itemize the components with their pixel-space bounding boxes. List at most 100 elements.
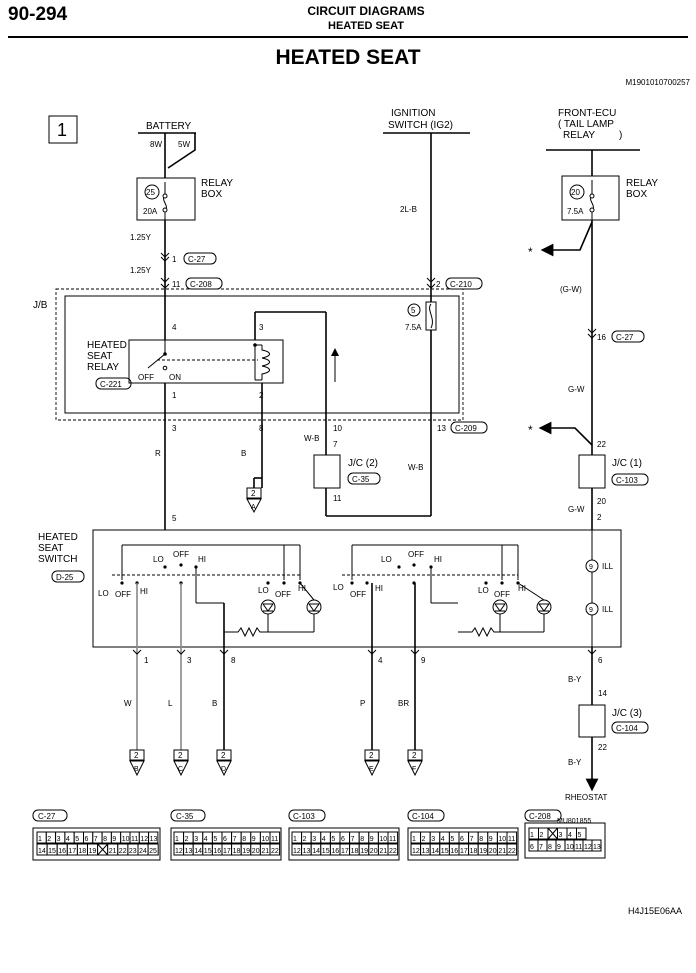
sw-left-lamp-lo: LO xyxy=(258,586,269,595)
pin-6-out: 6 xyxy=(598,656,603,665)
pin-16-c27-right: 16 xyxy=(597,333,606,342)
sw-left-lamp-off: OFF xyxy=(275,590,291,599)
subsection-title: HEATED SEAT xyxy=(328,20,404,32)
face-c27-pin-label: 18 xyxy=(78,848,86,855)
face-c103-pin-label: 2 xyxy=(303,836,307,843)
face-c104-pin-label: 20 xyxy=(489,848,497,855)
relay-coil-dot-top xyxy=(253,343,257,347)
face-c27-pin-label: 21 xyxy=(109,848,117,855)
sw-left-top-hi: HI xyxy=(198,555,206,564)
face-c27-cell xyxy=(148,831,159,844)
conn-tag-c35 xyxy=(347,472,381,485)
ref-a-triangle xyxy=(246,498,262,514)
front-ecu-label-2: ( TAIL LAMP xyxy=(558,119,614,130)
section-title: CIRCUIT DIAGRAMS xyxy=(307,4,425,18)
pin-1-c27-left: 1 xyxy=(172,255,177,264)
face-c27-pin-label: 10 xyxy=(122,836,130,843)
sw-ill-label-2: ILL xyxy=(602,605,614,614)
face-c35-cell xyxy=(269,831,281,844)
conn-tag-c103-label: C-103 xyxy=(616,476,638,485)
face-c208-pin-label: 6 xyxy=(530,844,534,851)
face-c27-blank-pin xyxy=(97,843,109,856)
sw-ill-label-1: ILL xyxy=(602,562,614,571)
pin-8-out: 8 xyxy=(231,656,236,665)
face-c27-pin-label: 15 xyxy=(48,848,56,855)
sw-right-lamp-off: OFF xyxy=(494,590,510,599)
relay-box-left-label-2: BOX xyxy=(201,189,222,200)
sw-left-led-hi-sym xyxy=(308,603,320,612)
face-c103-pin-label: 21 xyxy=(379,848,387,855)
face-c35-pin-label: 21 xyxy=(261,848,269,855)
face-c104-pin-label: 17 xyxy=(460,848,468,855)
face-c208-pin-label: 1 xyxy=(530,832,534,839)
pin-11-c208: 11 xyxy=(172,280,181,289)
conn-tag-c221 xyxy=(95,377,132,390)
face-c103-pin-label: 18 xyxy=(351,848,359,855)
battery-wire-5w xyxy=(167,133,196,169)
face-c35-pin-label: 5 xyxy=(213,836,217,843)
wire-label-p: P xyxy=(360,699,365,708)
relay-label-2: SEAT xyxy=(87,351,112,362)
jb-fuse-number-circle xyxy=(407,303,421,317)
face-c103-pin-label: 19 xyxy=(360,848,368,855)
face-c208-pin-label: 10 xyxy=(566,844,574,851)
sw-right-top-off: OFF xyxy=(408,550,424,559)
face-c104-pin-label: 5 xyxy=(450,836,454,843)
pin-1-relay: 1 xyxy=(172,391,177,400)
ref-b-letter: B xyxy=(134,766,139,773)
conn-tag-c209-label: C-209 xyxy=(455,424,477,433)
face-c27-cell xyxy=(147,843,159,856)
face-c208-pin-label: 7 xyxy=(539,844,543,851)
relay-on-label: ON xyxy=(169,373,181,382)
conn-tag-c35-label: C-35 xyxy=(352,475,370,484)
ref-b-triangle xyxy=(129,760,145,777)
face-c35-pin-label: 14 xyxy=(194,848,202,855)
fuse-number-left: 25 xyxy=(146,188,155,197)
face-tag-c208 xyxy=(524,809,562,822)
asterisk-branch-bottom xyxy=(538,421,593,446)
ref-c-page-box xyxy=(173,749,189,761)
pin-13-jb: 13 xyxy=(437,424,446,433)
conn-tag-c209 xyxy=(450,421,488,434)
wire-label-by-a: B-Y xyxy=(568,675,582,684)
jb-outer-dashed xyxy=(55,288,464,421)
sw-ill-lamp-2-glyph: 9 xyxy=(589,607,593,614)
face-c35-pin-label: 15 xyxy=(204,848,212,855)
relay-box-left xyxy=(136,177,196,221)
conn-mark-c27-left xyxy=(160,252,170,262)
ref-e-triangle xyxy=(364,760,380,777)
relay-box-right-label-1: RELAY xyxy=(626,178,658,189)
pin-2-switch-ill: 2 xyxy=(597,513,602,522)
face-c103-pin-label: 4 xyxy=(322,836,326,843)
ref-d-page: 2 xyxy=(221,751,226,760)
face-c103-cell xyxy=(387,831,399,844)
jc1-label: J/C (1) xyxy=(612,458,642,469)
conn-tag-c210 xyxy=(445,277,483,290)
face-c103-pin-label: 11 xyxy=(389,836,396,843)
face-c104-pin-label: 6 xyxy=(460,836,464,843)
fuse-number-circle-left xyxy=(144,184,160,200)
face-c35-pin-label: 13 xyxy=(185,848,193,855)
ref-d: 2 D xyxy=(216,749,232,777)
conn-tag-c103 xyxy=(611,473,649,486)
face-tag-c104-label: C-104 xyxy=(412,812,434,821)
face-c27-pin-label: 16 xyxy=(58,848,66,855)
sw-left-lamp-c2 xyxy=(282,581,286,585)
face-c35-pin-label: 22 xyxy=(271,848,279,855)
figure-code: H4J15E06AA xyxy=(627,906,682,916)
diagram-index-box xyxy=(48,115,78,144)
face-c208-pin-label: 3 xyxy=(559,832,563,839)
face-c35-pin-label: 17 xyxy=(223,848,231,855)
asterisk-top: * xyxy=(528,245,533,259)
face-c27-pin-label: 9 xyxy=(112,836,116,843)
sw-right-led-lo-sym xyxy=(494,603,506,612)
face-c27-pin-label: 22 xyxy=(119,848,127,855)
face-c104-pin-label: 4 xyxy=(441,836,445,843)
pin-5-switch: 5 xyxy=(172,514,177,523)
face-c35-pin-label: 8 xyxy=(242,836,246,843)
face-c35-pin-label: 2 xyxy=(185,836,189,843)
face-c27-pin-label: 23 xyxy=(129,848,137,855)
